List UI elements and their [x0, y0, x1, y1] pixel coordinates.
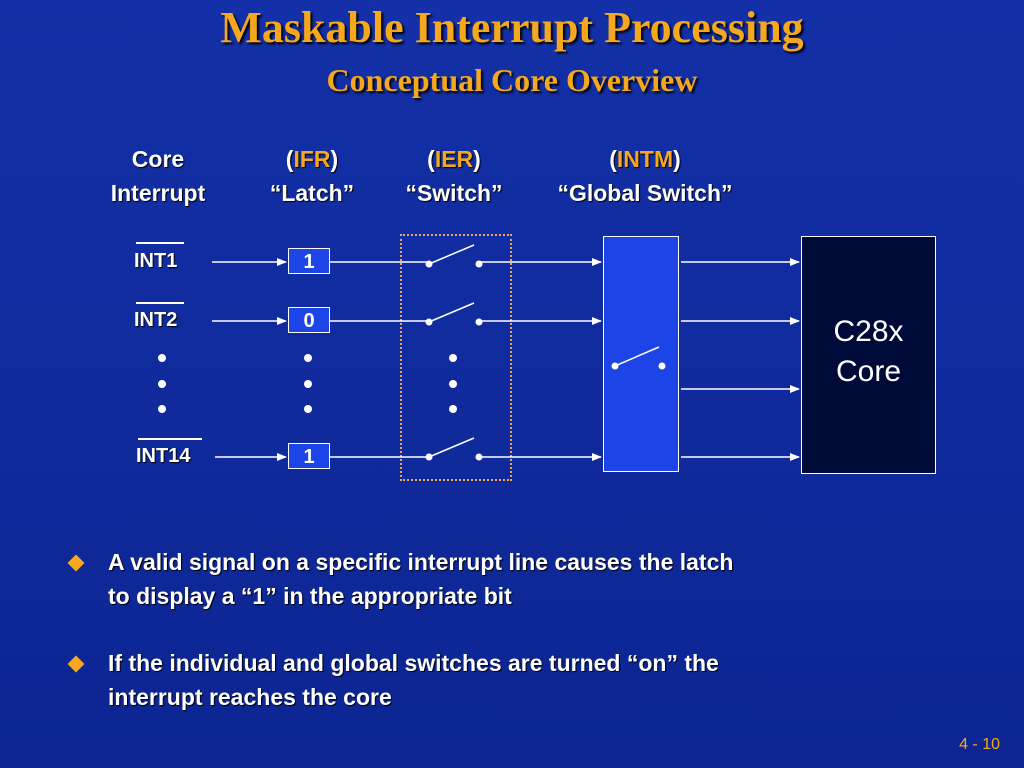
c28x-core-box	[801, 236, 936, 474]
diamond-bullet-icon	[67, 554, 85, 572]
header-intm: (INTM) “Global Switch”	[530, 142, 760, 210]
core-label-line2: Core	[835, 355, 902, 388]
int14-overbar	[138, 438, 202, 440]
header-core-interrupt: Core Interrupt	[88, 142, 228, 210]
header-ifr: (IFR) “Latch”	[248, 142, 376, 210]
bullet-1-line2: to display a “1” in the appropriate bit	[108, 583, 512, 609]
ier-switch-1	[425, 244, 483, 268]
diamond-bullet-icon	[67, 655, 85, 673]
header-intm-name-line: (INTM)	[530, 142, 760, 176]
paren: (	[609, 146, 617, 172]
ier-name: IER	[434, 146, 474, 172]
bullet-1: A valid signal on a specific interrupt l…	[67, 545, 910, 615]
intm-desc: “Global Switch”	[557, 180, 733, 206]
paren: )	[330, 146, 339, 172]
paren: (	[427, 146, 435, 172]
ifr-bit-int1: 1	[288, 248, 330, 274]
core-label-line1: C28x	[833, 315, 904, 348]
int1-label: INT1	[134, 250, 178, 272]
ellipsis-dots-ifr	[304, 354, 312, 413]
intm-switch	[611, 346, 666, 370]
ier-switch-14	[425, 437, 483, 461]
ier-desc: “Switch”	[405, 180, 503, 206]
bullet-1-text: A valid signal on a specific interrupt l…	[108, 545, 733, 613]
int14-label: INT14	[136, 445, 191, 467]
int2-label: INT2	[134, 309, 178, 331]
intm-name: INTM	[616, 146, 674, 172]
bullet-1-line1: A valid signal on a specific interrupt l…	[108, 549, 734, 575]
paren: (	[285, 146, 294, 172]
slide-subtitle: Conceptual Core Overview	[326, 62, 698, 98]
bullet-2-line1: If the individual and global switches ar…	[108, 650, 719, 676]
paren: )	[673, 146, 681, 172]
ier-switch-group	[400, 234, 512, 481]
slide-title: Maskable Interrupt Processing	[220, 3, 804, 52]
ifr-bit-int2: 0	[288, 307, 330, 333]
ier-switch-2	[425, 302, 483, 326]
bullet-2-line2: interrupt reaches the core	[108, 684, 392, 710]
header-ier: (IER) “Switch”	[386, 142, 522, 210]
header-ifr-name-line: (IFR)	[248, 142, 376, 176]
header-core-interrupt-line1: Core	[131, 146, 185, 172]
bullet-2-text: If the individual and global switches ar…	[108, 646, 719, 714]
header-ier-name-line: (IER)	[386, 142, 522, 176]
ifr-name: IFR	[293, 146, 331, 172]
page-number: 4 - 10	[959, 736, 1000, 753]
bullet-2: If the individual and global switches ar…	[67, 646, 910, 716]
intm-global-switch-box	[603, 236, 679, 472]
paren: )	[473, 146, 481, 172]
ellipsis-dots-ier	[449, 354, 457, 413]
ifr-bit-int14: 1	[288, 443, 330, 469]
ellipsis-dots-int	[158, 354, 166, 413]
ifr-desc: “Latch”	[269, 180, 355, 206]
int1-overbar	[136, 242, 184, 244]
header-core-interrupt-line2: Interrupt	[110, 180, 206, 206]
int2-overbar	[136, 302, 184, 304]
